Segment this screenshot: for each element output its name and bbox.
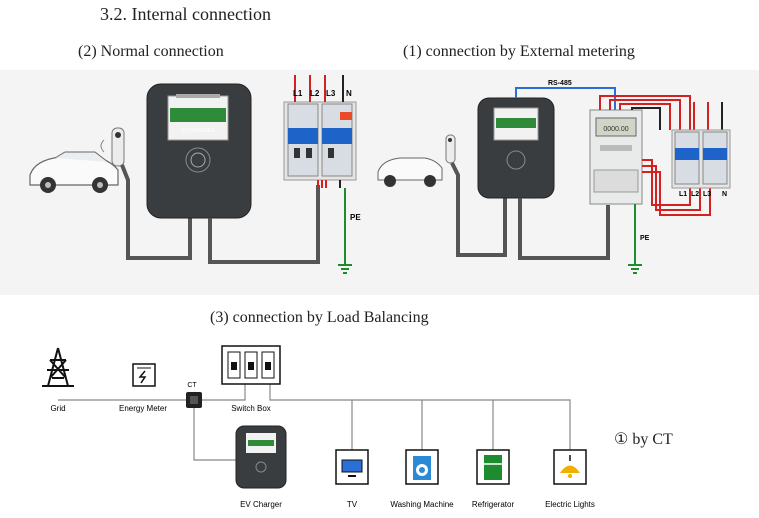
- load-balancing-diagram: Grid Energy Meter CT Switch Box EV Charg…: [42, 345, 595, 509]
- breaker-label-n: N: [346, 89, 352, 98]
- external-caption: (1) connection by External metering: [403, 43, 635, 60]
- switch-box-icon: [221, 345, 281, 385]
- load-balancing-caption: (3) connection by Load Balancing: [210, 309, 429, 326]
- appliance-label-electric-lights: Electric Lights: [545, 500, 595, 509]
- appliance-label-tv: TV: [347, 500, 358, 509]
- breaker2-label-n: N: [722, 191, 727, 198]
- appliance-label-washing-machine: Washing Machine: [390, 500, 454, 509]
- ev-charger-icon: [235, 425, 287, 489]
- grid-tower-icon: [42, 347, 74, 387]
- charger-screen-label: EV CHARGER: [181, 128, 214, 134]
- pe-label: PE: [350, 213, 361, 222]
- normal-connection-diagram: EV CHARGER L1 L2 L3 N PE: [0, 70, 759, 295]
- normal-caption: (2) Normal connection: [78, 43, 224, 60]
- charging-cable: [120, 164, 192, 260]
- refrigerator-icon: [476, 449, 510, 485]
- electric-lights-icon: [553, 449, 587, 485]
- grid-label: Grid: [50, 404, 65, 413]
- car-icon: [29, 151, 119, 193]
- ev-charger-unit-2: [477, 97, 555, 199]
- power-cable-2: [518, 198, 610, 260]
- breaker-label-l2: L2: [310, 89, 320, 98]
- energy-meter-unit: 0000.00: [589, 109, 643, 205]
- earth-ground-icon: [338, 264, 352, 274]
- meter-display: 0000.00: [603, 126, 628, 133]
- meter-label: Energy Meter: [119, 404, 167, 413]
- pe-label-2: PE: [640, 235, 650, 242]
- car-icon-small: [377, 157, 443, 187]
- rs485-label: RS-485: [548, 80, 572, 87]
- charging-plug-icon-2: [445, 134, 456, 164]
- power-cable: [208, 185, 320, 264]
- appliance-label-refrigerator: Refrigerator: [472, 500, 515, 509]
- breaker-label-l1: L1: [293, 89, 303, 98]
- energy-meter-icon: [132, 363, 156, 387]
- ct-label: CT: [187, 382, 197, 389]
- breaker2-label-l1: L1: [679, 191, 687, 198]
- charging-cable-2: [450, 162, 507, 257]
- earth-ground-icon-2: [628, 264, 642, 274]
- ev-charger-unit: EV CHARGER: [146, 83, 252, 219]
- washing-machine-icon: [405, 449, 439, 485]
- tv-icon: [335, 449, 369, 485]
- section-title: 3.2. Internal connection: [100, 4, 271, 24]
- breaker2-label-l3: L3: [703, 191, 711, 198]
- breaker-panel-2: [671, 129, 731, 189]
- breaker-label-l3: L3: [326, 89, 336, 98]
- charging-plug-icon: [100, 127, 125, 167]
- breaker2-label-l2: L2: [691, 191, 699, 198]
- charger-label: EV Charger: [240, 500, 282, 509]
- breaker-panel: [283, 101, 357, 181]
- by-ct-note: ① by CT: [614, 431, 673, 448]
- switch-label: Switch Box: [231, 404, 271, 413]
- ct-sensor-icon: [186, 392, 202, 408]
